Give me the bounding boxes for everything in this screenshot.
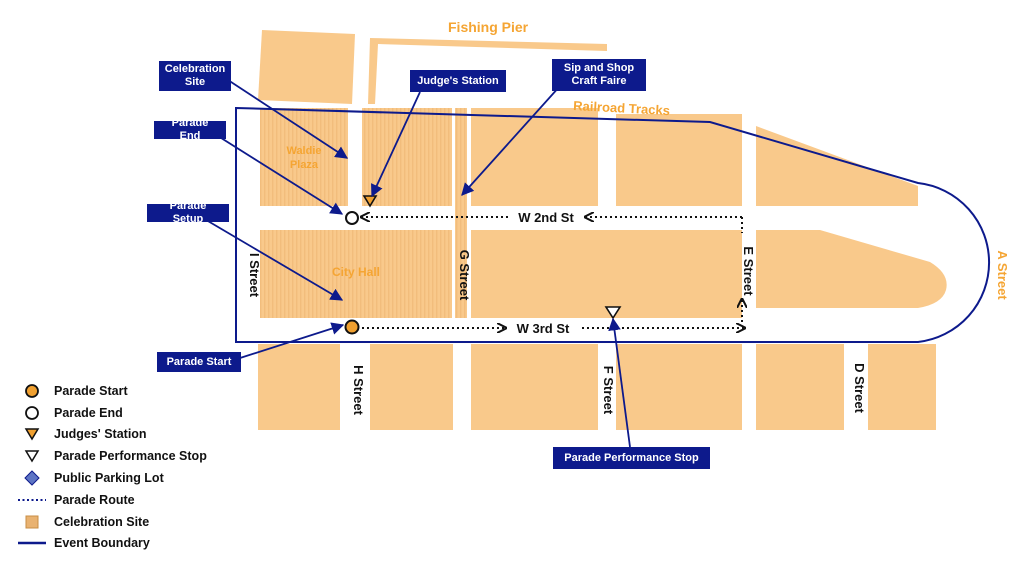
legend-label: Parade Performance Stop (54, 449, 207, 464)
legend-item: Celebration Site (10, 511, 250, 533)
callout-sip-and-shop: Sip and Shop Craft Faire (552, 59, 646, 91)
city-hall-block (260, 230, 452, 318)
w2nd-street-label: W 2nd St (518, 210, 574, 225)
legend-item: Parade Start (10, 380, 250, 402)
legend: Parade Start Parade End Judges' Station … (10, 380, 250, 554)
callout-pointers (195, 79, 631, 448)
legend-item: Event Boundary (10, 533, 250, 555)
orange-triangle-icon (10, 427, 54, 441)
blue-diamond-icon (10, 470, 54, 486)
callout-parade-setup: Parade Setup (147, 200, 229, 225)
callout-parade-end: Parade End (154, 117, 226, 142)
d-street-label: D Street (852, 363, 867, 414)
solid-line-icon (10, 540, 54, 546)
legend-label: Celebration Site (54, 514, 150, 529)
callout-celebration-site: Celebration Site (159, 61, 231, 91)
legend-label: Judges' Station (54, 427, 147, 442)
judges-station-marker (362, 195, 378, 208)
railroad-tracks-label: Railroad Tracks (573, 98, 670, 118)
w3rd-street-label: W 3rd St (517, 321, 570, 336)
parade-end-marker (345, 211, 359, 225)
orange-circle-icon (10, 383, 54, 399)
legend-item: Judges' Station (10, 424, 250, 446)
legend-label: Event Boundary (54, 536, 150, 551)
legend-item: Parade Performance Stop (10, 445, 250, 467)
legend-label: Public Parking Lot (54, 471, 164, 486)
a-street-label: A Street (995, 250, 1010, 300)
callout-parade-start: Parade Start (157, 352, 241, 372)
callout-performance-stop: Parade Performance Stop (553, 447, 710, 469)
performance-stop-marker (604, 306, 622, 320)
city-blocks (258, 108, 947, 430)
legend-label: Parade Start (54, 383, 128, 398)
i-street-label: I Street (247, 253, 262, 298)
callout-judges-station: Judge's Station (410, 70, 506, 92)
event-boundary (235, 106, 991, 343)
h-street-label: H Street (351, 365, 366, 416)
pier-blocks (258, 30, 607, 104)
fishing-pier-label: Fishing Pier (448, 19, 529, 35)
legend-label: Parade End (54, 405, 123, 420)
celebration-block (362, 108, 452, 206)
waldie-plaza-block (260, 108, 348, 206)
g-street-strip (455, 108, 467, 318)
f-street-label: F Street (601, 366, 616, 415)
orange-square-icon (10, 514, 54, 530)
dotted-line-icon (10, 497, 54, 503)
parade-start-marker (344, 319, 360, 335)
legend-label: Parade Route (54, 492, 135, 507)
legend-item: Parade End (10, 402, 250, 424)
legend-item: Parade Route (10, 489, 250, 511)
city-hall-label: City Hall (332, 265, 380, 279)
open-circle-icon (10, 405, 54, 421)
legend-item: Public Parking Lot (10, 467, 250, 489)
g-street-label: G Street (457, 250, 472, 301)
open-triangle-icon (10, 449, 54, 463)
e-street-label: E Street (741, 246, 756, 296)
